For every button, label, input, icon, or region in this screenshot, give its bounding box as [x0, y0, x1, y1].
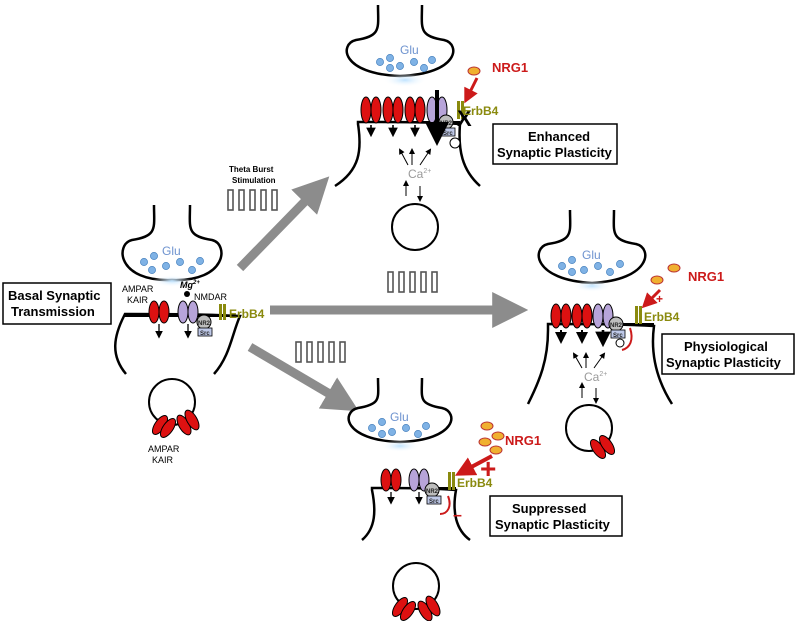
suppressed-title-2: Synaptic Plasticity: [495, 517, 611, 532]
basal-nr2-label: NR2: [198, 321, 211, 327]
endosome-kair-label: KAIR: [152, 455, 174, 465]
theta-burst-label-1: Theta Burst: [229, 165, 274, 174]
stimulus-pulse: [431, 271, 438, 293]
stimulus-pulse: [306, 341, 313, 363]
enhanced-block-x: X: [457, 106, 472, 131]
physiological-synapse: Glu NR2 Src: [526, 209, 674, 459]
suppressed-src-label: Src: [429, 499, 439, 505]
basal-erbb4-label: ErbB4: [229, 307, 265, 321]
stimulus-pulse: [420, 271, 427, 293]
physiological-ca-label: Ca2+: [584, 370, 607, 384]
stimulus-pulse: [271, 189, 278, 211]
basal-kair-label: KAIR: [127, 295, 149, 305]
enhanced-box: [492, 123, 618, 165]
suppressed-plus: +: [480, 453, 496, 484]
enhanced-nr2-label: NR2: [440, 121, 453, 127]
endosome-ampar-label: AMPAR: [148, 444, 180, 454]
theta-burst-label-2: Stimulation: [232, 176, 276, 185]
enhanced-nrg1-label: NRG1: [492, 60, 528, 75]
stimulus-pulse: [409, 271, 416, 293]
enhanced-title-2: Synaptic Plasticity: [497, 145, 613, 160]
physiological-src-label: Src: [613, 333, 623, 339]
basal-box: [2, 282, 112, 325]
physiological-plus: +: [656, 292, 663, 306]
basal-title-1: Basal Synaptic: [8, 288, 101, 303]
stimulus-pulse: [295, 341, 302, 363]
stimulus-pulse: [227, 189, 234, 211]
physiological-title-1: Physiological: [684, 339, 768, 354]
arrow-to-suppressed: [247, 343, 359, 412]
suppressed-box: [489, 495, 623, 537]
enhanced-title-1: Enhanced: [528, 129, 590, 144]
theta-burst-icon-physiological: [387, 271, 438, 293]
stimulus-pulse: [328, 341, 335, 363]
stimulus-pulse: [398, 271, 405, 293]
theta-burst-icon-suppressed: [295, 341, 346, 363]
suppressed-title-1: Suppressed: [512, 501, 586, 516]
suppressed-nrg1-label: NRG1: [505, 433, 541, 448]
enhanced-synapse: Glu NR2 Src X: [334, 4, 481, 251]
basal-ampar-label: AMPAR: [122, 284, 154, 294]
stimulus-pulse: [387, 271, 394, 293]
stimulus-pulse: [339, 341, 346, 363]
suppressed-minus: –: [453, 507, 462, 524]
physiological-box: [661, 333, 795, 375]
theta-burst-icon-enhanced: [227, 189, 278, 211]
physiological-nr2-label: NR2: [610, 323, 623, 329]
suppressed-nrg1-balls: [478, 421, 505, 455]
suppressed-synapse: Glu NR2 Src: [347, 377, 471, 621]
stimulus-pulse: [317, 341, 324, 363]
physiological-title-2: Synaptic Plasticity: [666, 355, 782, 370]
suppressed-glu-label: Glu: [390, 410, 409, 424]
basal-presynaptic-terminal: [121, 204, 223, 282]
basal-mg-label: Mg2+: [180, 280, 200, 290]
suppressed-nr2-label: NR2: [426, 489, 439, 495]
enhanced-src-label: Src: [443, 131, 453, 137]
basal-src-label: Src: [200, 331, 210, 337]
stimulation-arrows: [236, 176, 529, 412]
physiological-glu-label: Glu: [582, 248, 601, 262]
physiological-nrg1-label: NRG1: [688, 269, 724, 284]
stimulus-pulse: [260, 189, 267, 211]
basal-title-2: Transmission: [11, 304, 95, 319]
arrow-to-enhanced: [236, 176, 330, 272]
enhanced-ca-label: Ca2+: [408, 167, 431, 181]
basal-src: [197, 327, 213, 337]
basal-glu-label: Glu: [162, 244, 181, 258]
enhanced-glu-label: Glu: [400, 43, 419, 57]
physiological-erbb4-label: ErbB4: [644, 310, 680, 324]
basal-postsynaptic-spine: [114, 312, 242, 375]
stimulus-pulse: [249, 189, 256, 211]
basal-synapse: Glu NR2 Src: [114, 204, 242, 438]
basal-nmdar-label: NMDAR: [194, 292, 227, 302]
enhanced-erbb4-label: ErbB4: [463, 104, 499, 118]
suppressed-erbb4-label: ErbB4: [457, 476, 493, 490]
stimulus-pulse: [238, 189, 245, 211]
